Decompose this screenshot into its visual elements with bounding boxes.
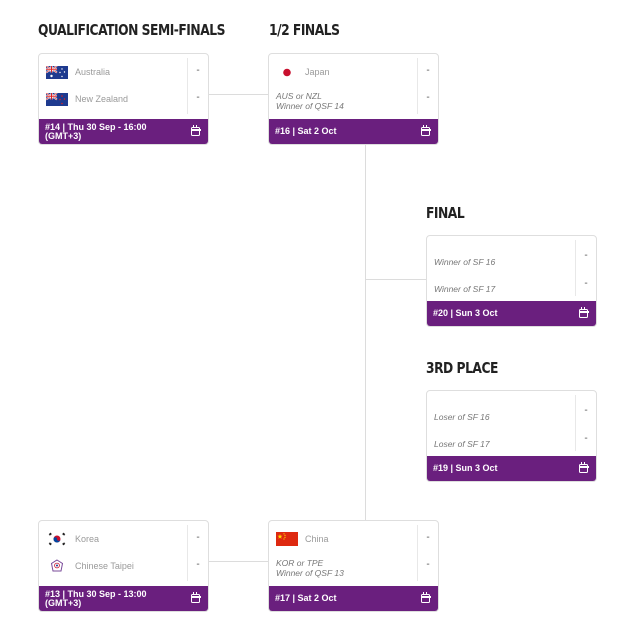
team-row: Winner of SF 17 — [427, 279, 577, 299]
game-card-qsf-13[interactable]: Korea Chinese Taipei - - #13 | Thu 30 Se… — [38, 520, 209, 612]
team-score: - — [196, 92, 200, 103]
team-row: Chinese Taipei — [39, 556, 189, 576]
stage-title-third-place: 3RD PLACE — [426, 359, 498, 377]
game-info-bar[interactable]: #16 | Sat 2 Oct — [269, 119, 438, 144]
team-row: Australia — [39, 62, 189, 82]
game-info-text: #14 | Thu 30 Sep - 16:00 (GMT+3) — [45, 121, 147, 141]
team-row: Loser of SF 17 — [427, 434, 577, 454]
stage-title-qualification-semi-finals: QUALIFICATION SEMI-FINALS — [38, 21, 225, 39]
game-card-sf-16[interactable]: Japan AUS or NZL Winner of QSF 14 - - #1… — [268, 53, 439, 145]
japan-flag-icon — [276, 65, 298, 79]
game-info-text: #20 | Sun 3 Oct — [433, 308, 498, 318]
team-score: - — [426, 559, 430, 570]
team-placeholder: Loser of SF 17 — [434, 439, 490, 449]
team-score: - — [196, 532, 200, 543]
team-placeholder-line1: KOR or TPE — [276, 558, 324, 568]
game-info-text: #16 | Sat 2 Oct — [275, 126, 337, 136]
connector-qsf13-to-sf17 — [209, 561, 269, 562]
score-column — [575, 240, 596, 296]
team-placeholder-line2: Winner of QSF 14 — [276, 101, 344, 111]
team-name: Chinese Taipei — [75, 561, 134, 571]
game-info-bar[interactable]: #19 | Sun 3 Oct — [427, 456, 596, 481]
game-info-text: #19 | Sun 3 Oct — [433, 463, 498, 473]
team-row: Japan — [269, 62, 419, 82]
calendar-icon[interactable] — [578, 307, 589, 318]
team-score: - — [426, 65, 430, 76]
team-score: - — [426, 92, 430, 103]
game-info-bar[interactable]: #14 | Thu 30 Sep - 16:00 (GMT+3) — [39, 119, 208, 144]
team-score: - — [426, 532, 430, 543]
game-card-third-place-19[interactable]: Loser of SF 16 Loser of SF 17 - - #19 | … — [426, 390, 597, 482]
score-column — [417, 58, 438, 114]
new-zealand-flag-icon — [46, 92, 68, 106]
team-placeholder: Loser of SF 16 — [434, 412, 490, 422]
stage-title-final: FINAL — [426, 204, 465, 222]
team-placeholder-line2: Winner of QSF 13 — [276, 568, 344, 578]
team-placeholder: KOR or TPE Winner of QSF 13 — [269, 558, 419, 578]
game-card-final-20[interactable]: Winner of SF 16 Winner of SF 17 - - #20 … — [426, 235, 597, 327]
team-row: New Zealand — [39, 89, 189, 109]
game-info-text: #13 | Thu 30 Sep - 13:00 (GMT+3) — [45, 588, 147, 608]
stage-title-semi-finals: 1/2 FINALS — [269, 21, 340, 39]
team-row: Loser of SF 16 — [427, 407, 577, 427]
score-column — [187, 58, 208, 114]
team-name: Japan — [305, 67, 330, 77]
team-row: China — [269, 529, 419, 549]
team-name: Australia — [75, 67, 111, 77]
chinese-taipei-flag-icon — [46, 559, 68, 573]
team-name: China — [305, 534, 329, 544]
game-card-sf-17[interactable]: China KOR or TPE Winner of QSF 13 - - #1… — [268, 520, 439, 612]
team-score: - — [196, 559, 200, 570]
team-placeholder: AUS or NZL Winner of QSF 14 — [269, 91, 419, 111]
team-name: Korea — [75, 534, 100, 544]
score-column — [417, 525, 438, 581]
team-row: Winner of SF 16 — [427, 252, 577, 272]
team-score: - — [196, 65, 200, 76]
game-info-bar[interactable]: #20 | Sun 3 Oct — [427, 301, 596, 326]
calendar-icon[interactable] — [420, 592, 431, 603]
korea-flag-icon — [46, 532, 68, 546]
score-column — [187, 525, 208, 581]
game-info-text: #17 | Sat 2 Oct — [275, 593, 337, 603]
connector-sf16-down — [365, 145, 366, 520]
team-score: - — [584, 250, 588, 261]
team-name: New Zealand — [75, 94, 129, 104]
calendar-icon[interactable] — [578, 462, 589, 473]
australia-flag-icon — [46, 65, 68, 79]
team-score: - — [584, 405, 588, 416]
score-column — [575, 395, 596, 451]
calendar-icon[interactable] — [190, 592, 201, 603]
team-score: - — [584, 278, 588, 289]
game-info-bar[interactable]: #17 | Sat 2 Oct — [269, 586, 438, 611]
team-placeholder: Winner of SF 16 — [434, 257, 496, 267]
team-placeholder: Winner of SF 17 — [434, 284, 496, 294]
game-card-qsf-14[interactable]: Australia New Zealand - - — [38, 53, 209, 145]
connector-to-final — [365, 279, 427, 280]
calendar-icon[interactable] — [420, 125, 431, 136]
connector-qsf14-to-sf16 — [209, 94, 269, 95]
china-flag-icon — [276, 532, 298, 546]
team-row: Korea — [39, 529, 189, 549]
team-score: - — [584, 433, 588, 444]
team-placeholder-line1: AUS or NZL — [276, 91, 322, 101]
calendar-icon[interactable] — [190, 125, 201, 136]
game-info-bar[interactable]: #13 | Thu 30 Sep - 13:00 (GMT+3) — [39, 586, 208, 611]
